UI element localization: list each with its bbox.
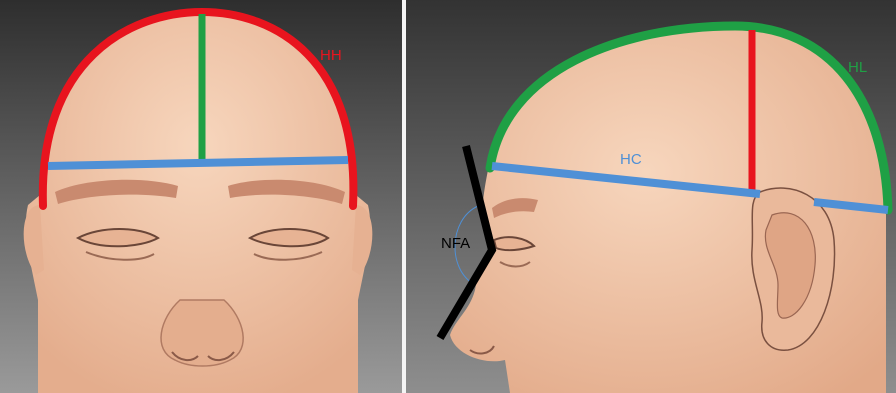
front-view-panel: HH	[0, 0, 402, 393]
nfa-label: NFA	[441, 235, 470, 252]
hh-label: HH	[320, 47, 342, 64]
side-view-panel: HL HC NFA	[406, 0, 896, 393]
hl-label: HL	[848, 59, 867, 76]
hc-label: HC	[620, 151, 642, 168]
panel-divider	[402, 0, 406, 393]
